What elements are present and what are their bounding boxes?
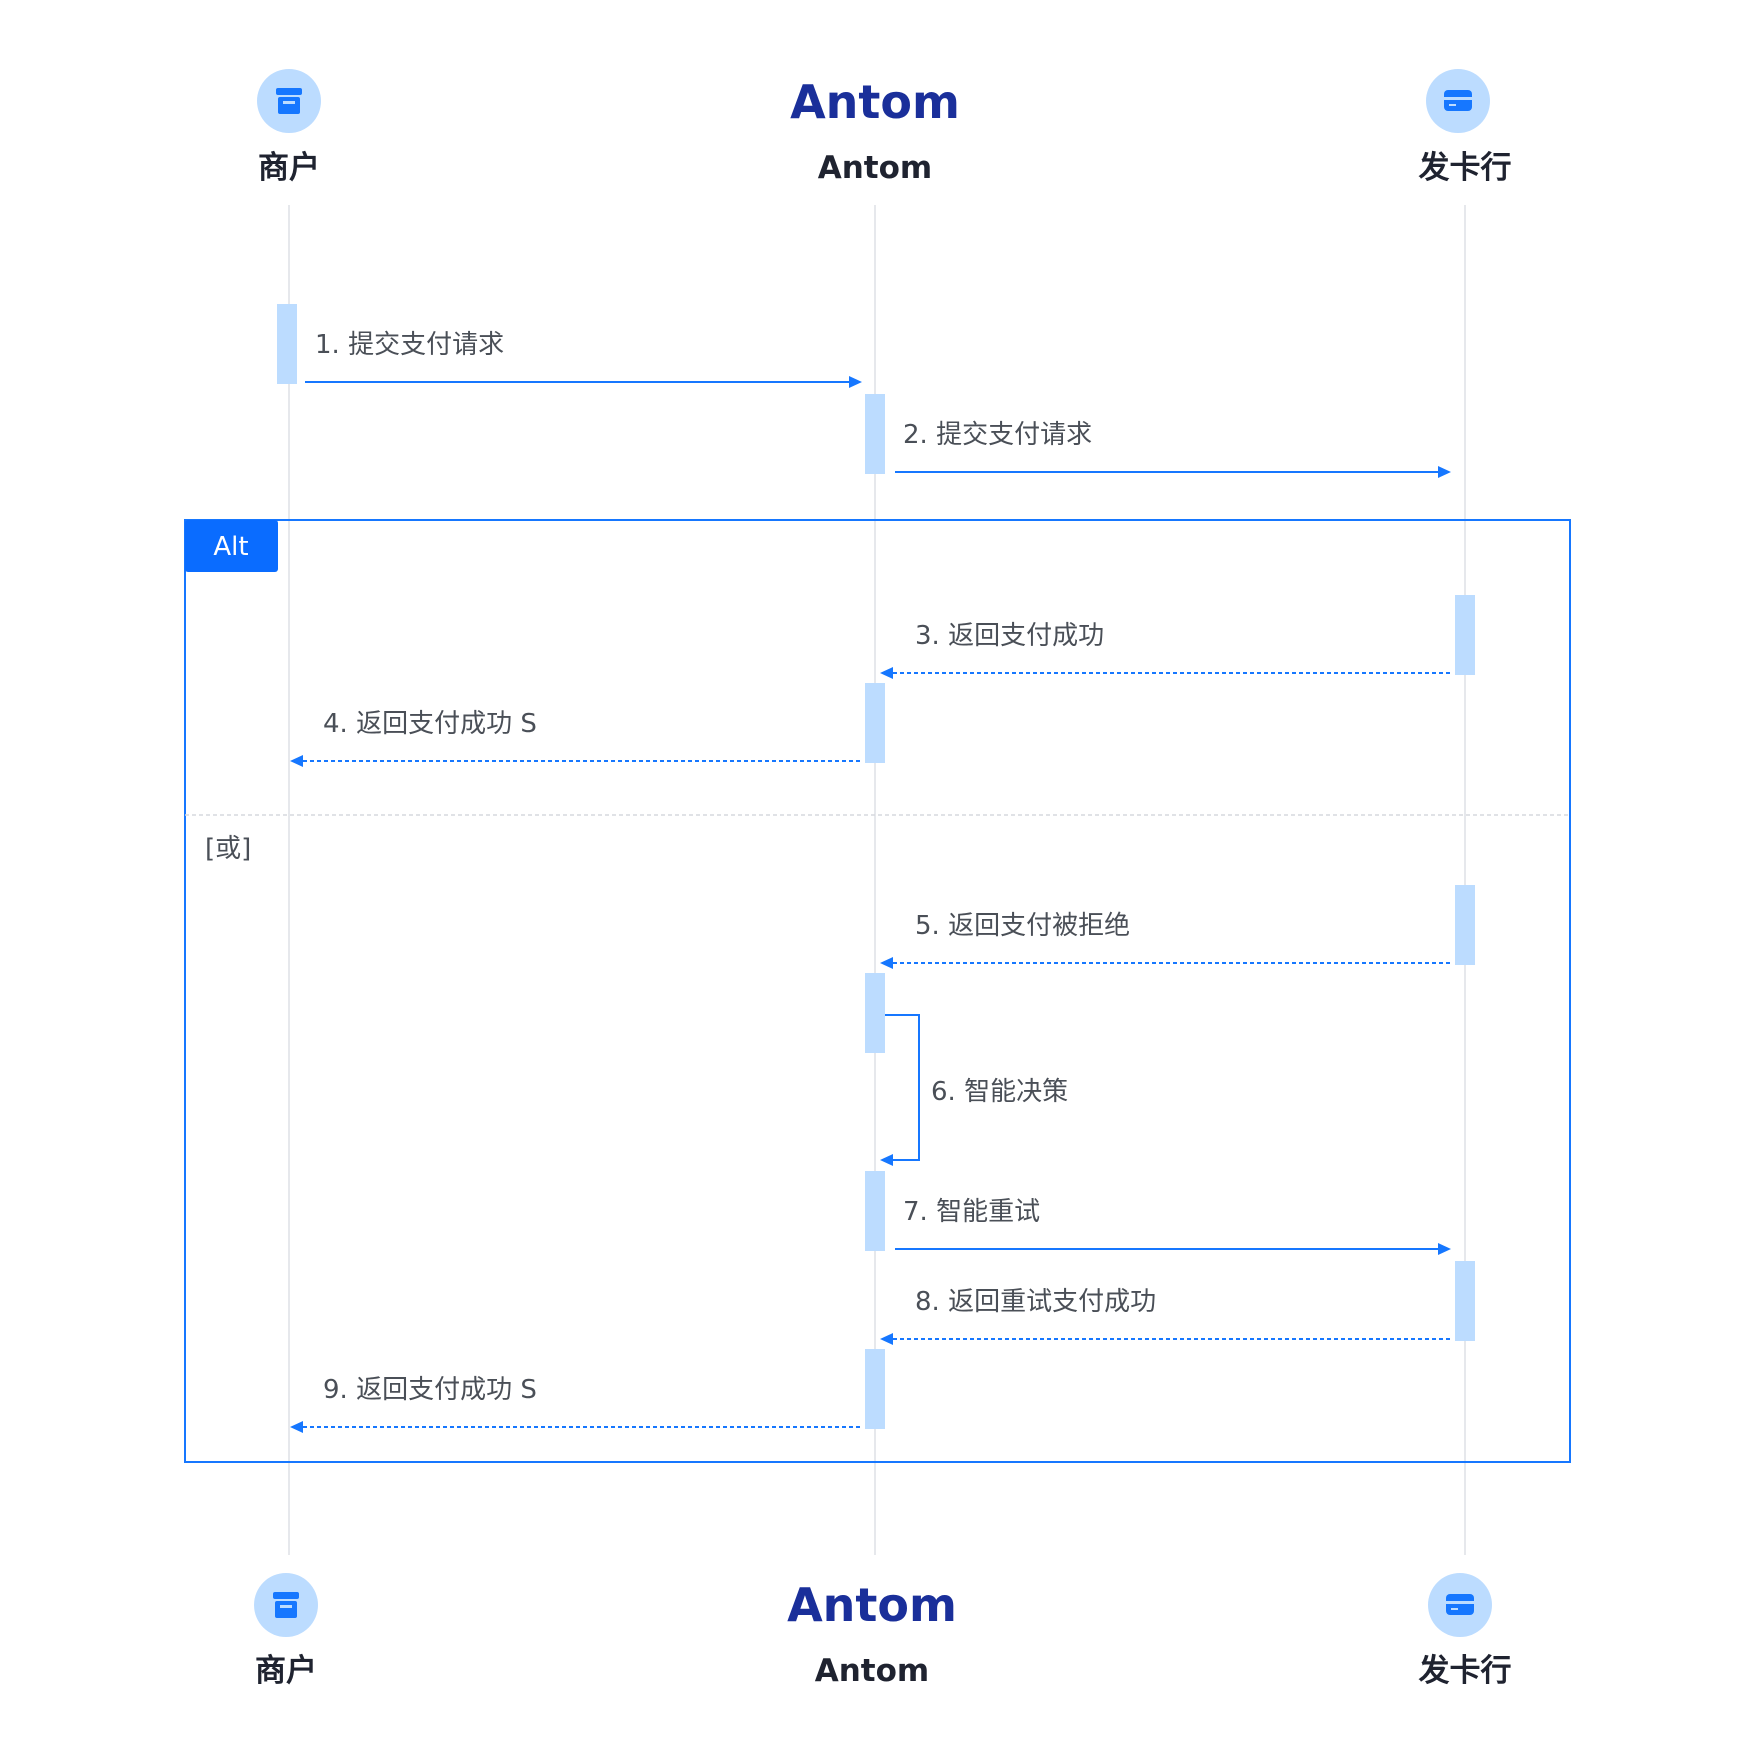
- participant-name: Antom: [818, 150, 932, 186]
- participant-antom-top: Antom Antom: [790, 75, 960, 186]
- activation-antom-2: [865, 683, 885, 763]
- message-7-label: 7. 智能重试: [903, 1197, 1040, 1227]
- participant-name: 商户: [258, 150, 320, 186]
- activation-antom-4: [865, 1171, 885, 1251]
- message-9-arrowhead: [290, 1421, 303, 1433]
- alt-label: Alt: [213, 532, 248, 562]
- message-2-label: 2. 提交支付请求: [903, 420, 1092, 450]
- message-4-label: 4. 返回支付成功 S: [323, 709, 537, 739]
- else-guard: [或]: [205, 834, 251, 864]
- activation-antom-3: [865, 973, 885, 1053]
- message-2-arrowhead: [1438, 466, 1451, 478]
- message-4-arrowhead: [290, 755, 303, 767]
- activation-issuer-2: [1455, 885, 1475, 965]
- message-3-arrowhead: [880, 667, 893, 679]
- alt-fragment-frame: [184, 519, 1571, 1463]
- message-1-arrowhead: [849, 376, 862, 388]
- participant-name: 商户: [255, 1653, 317, 1689]
- antom-logo: Antom: [787, 1578, 957, 1632]
- activation-issuer-3: [1455, 1261, 1475, 1341]
- alt-label-box: [185, 520, 278, 572]
- participant-merchant-bottom: 商户: [254, 1573, 318, 1689]
- participant-name: Antom: [815, 1653, 929, 1689]
- activation-merchant-1: [277, 304, 297, 384]
- message-7-arrowhead: [1438, 1243, 1451, 1255]
- message-6-arrow: [885, 1014, 920, 1161]
- activation-issuer-1: [1455, 595, 1475, 675]
- activation-antom-5: [865, 1349, 885, 1429]
- message-8-arrowhead: [880, 1333, 893, 1345]
- participant-name: 发卡行: [1418, 1653, 1512, 1689]
- participant-antom-bottom: Antom Antom: [787, 1578, 957, 1689]
- message-5-label: 5. 返回支付被拒绝: [915, 911, 1130, 941]
- message-9-label: 9. 返回支付成功 S: [323, 1375, 537, 1405]
- participant-name: 发卡行: [1418, 150, 1512, 186]
- participant-issuer-bottom: 发卡行: [1418, 1573, 1512, 1689]
- message-3-label: 3. 返回支付成功: [915, 621, 1104, 651]
- message-1-label: 1. 提交支付请求: [315, 330, 504, 360]
- activation-antom-1: [865, 394, 885, 474]
- participant-merchant-top: 商户: [257, 69, 321, 186]
- participant-issuer-top: 发卡行: [1418, 69, 1512, 186]
- message-6-arrowhead: [880, 1154, 893, 1166]
- message-5-arrowhead: [880, 957, 893, 969]
- antom-logo: Antom: [790, 75, 960, 129]
- message-8-label: 8. 返回重试支付成功: [915, 1287, 1156, 1317]
- message-6-label: 6. 智能决策: [931, 1077, 1068, 1107]
